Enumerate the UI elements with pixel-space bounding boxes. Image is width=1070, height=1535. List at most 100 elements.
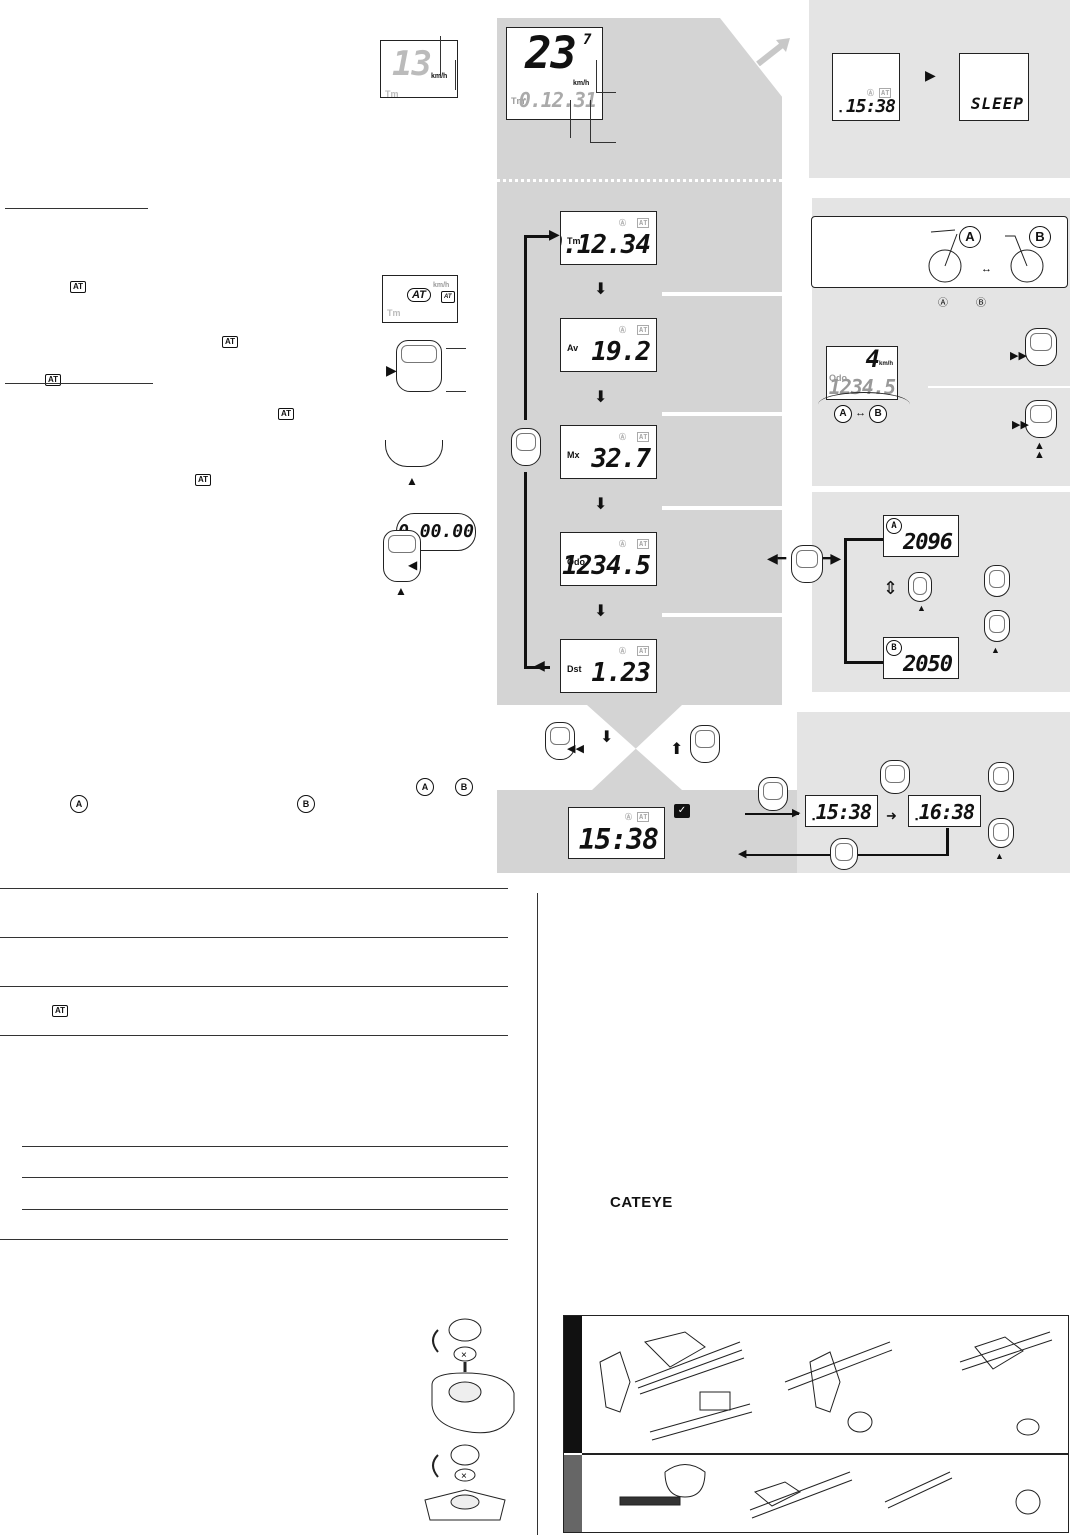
at-lcd-badge-small: AT	[441, 291, 455, 303]
tire-a-marker: A	[70, 795, 88, 813]
table-rule	[22, 1177, 508, 1178]
tire-b-marker: B	[297, 795, 315, 813]
mode-value: 1234.5	[562, 551, 651, 581]
sleep-ghost-at: AT	[879, 88, 892, 98]
tire-b-marker-letter: B	[302, 799, 310, 809]
tire-a-marker-letter: A	[75, 799, 83, 809]
parts-box-tab-dark	[564, 1316, 582, 1453]
up-arrow-icon: ▲	[917, 603, 926, 613]
double-arrow-icon: ━▶	[822, 550, 842, 566]
tire-a-switch-letter: A	[839, 408, 847, 419]
bike-a-letter: A	[965, 229, 975, 244]
press-arrow-icon: ◀◀	[567, 743, 584, 755]
tire-b-marker: B	[455, 778, 473, 796]
tire-a-value: 2096	[903, 530, 953, 555]
connector	[662, 613, 782, 617]
up-arrow-icon: ▲	[395, 584, 407, 598]
top-mode-label: Tm	[511, 96, 525, 106]
ghost-tire-icon: Ⓐ	[619, 540, 626, 548]
at-lcd-badge: AT	[407, 288, 431, 302]
mode-button-illustration	[908, 572, 932, 602]
at-badge: AT	[70, 281, 87, 293]
ghost-at-icon: AT	[637, 325, 650, 335]
panel-dotted-divider	[497, 179, 782, 182]
tire-b-display-letter-text: B	[891, 643, 897, 653]
top-display: 23 7 km/h Tm 0.12.31	[506, 27, 603, 120]
mode-button-illustration	[988, 762, 1014, 792]
bracket-line	[844, 538, 885, 664]
odo-label: Odo	[829, 373, 847, 383]
callout-line	[570, 100, 571, 138]
mode-label: Mx	[567, 450, 580, 460]
clock-edit-from: ▪ 15:38	[805, 795, 878, 827]
mode-value: 0.12.34	[561, 230, 651, 260]
connector	[662, 412, 782, 416]
clock-icon: ▪	[581, 842, 585, 852]
tire-size-panel-bg-white-gap	[810, 486, 1070, 492]
mode-button-illustration	[511, 428, 541, 466]
callout-line	[455, 60, 456, 90]
return-line	[946, 828, 949, 856]
left-top-lcd: 13 km/h Tm	[380, 40, 458, 98]
bike-b-label: B	[1029, 226, 1051, 248]
left-arrow-icon: ◀	[738, 848, 747, 860]
press-arrow-icon: ▶▶	[1010, 350, 1027, 362]
callout-line	[590, 142, 616, 143]
tire-b-marker-letter: B	[460, 782, 468, 792]
callout-line	[590, 100, 591, 142]
mode-button-illustration	[690, 725, 720, 763]
mode-loop-line	[524, 235, 552, 238]
up-arrow-icon: ▲	[406, 474, 418, 488]
column-divider	[537, 893, 538, 1535]
section-underline	[5, 208, 148, 209]
two-bikes-illustration: ↔	[928, 229, 1044, 283]
down-arrow-icon: ⬇	[600, 729, 614, 746]
odo-unit: km/h	[879, 361, 894, 367]
at-lcd-unit: km/h	[433, 282, 450, 289]
mode-value: 32.7	[591, 444, 651, 474]
ghost-at-icon: AT	[637, 539, 650, 549]
clock-edit-to: ▪ 16:38	[908, 795, 981, 827]
connector	[662, 292, 782, 296]
tire-b-switch-letter: B	[874, 408, 882, 419]
ghost-tire-icon: Ⓐ	[619, 219, 626, 227]
parts-box-tab-grey	[564, 1455, 582, 1532]
press-arrow-icon: ▶▶	[1012, 419, 1029, 431]
up-arrow-icon: ▲	[995, 851, 1004, 861]
tire-switch-label: A ↔ B	[834, 405, 888, 423]
ghost-at-icon: AT	[637, 218, 650, 228]
mode-loop-line	[524, 472, 527, 668]
top-speed: 23	[525, 28, 577, 79]
table-rule	[0, 937, 508, 938]
mode-value: 19.2	[591, 337, 651, 367]
mode-button-illustration	[791, 545, 823, 583]
ghost-tire-icon: Ⓐ	[619, 647, 626, 655]
svg-text:↔: ↔	[981, 263, 992, 275]
at-badge: AT	[195, 474, 212, 486]
at-lcd: km/h AT AT Tm	[382, 275, 458, 323]
down-arrow-icon: ⬇	[594, 389, 608, 406]
bike-a-label: A	[959, 226, 981, 248]
press-arrow-icon: ◀	[408, 558, 418, 572]
table-rule	[0, 986, 508, 987]
sleep-clock-icon: ▪	[839, 106, 843, 116]
top-mode-value: 0.12.31	[518, 88, 597, 112]
svg-text:×: ×	[461, 1350, 467, 1361]
callout-line	[440, 36, 441, 76]
mode-label: Odo	[567, 557, 585, 567]
parts-box-divider	[582, 1453, 1069, 1455]
at-badge: AT	[278, 408, 295, 420]
mode-button-illustration	[988, 818, 1014, 848]
bike-a-caption: Ⓐ	[938, 298, 948, 309]
double-up-arrow-icon: ▲▲	[1034, 440, 1045, 461]
parts-illustration	[599, 1331, 1053, 1519]
unit-bottom-illustration	[385, 440, 443, 467]
tire-b-display-letter: B	[886, 640, 902, 656]
unit-reset-illustration	[383, 530, 421, 582]
clock-mode-icon: ✓	[674, 804, 690, 818]
mode-button-illustration	[1025, 328, 1057, 366]
vertical-double-arrow-icon: ⇕	[883, 578, 899, 598]
odo-speed: 4	[865, 346, 880, 373]
tire-a-display-letter-text: A	[891, 521, 897, 531]
